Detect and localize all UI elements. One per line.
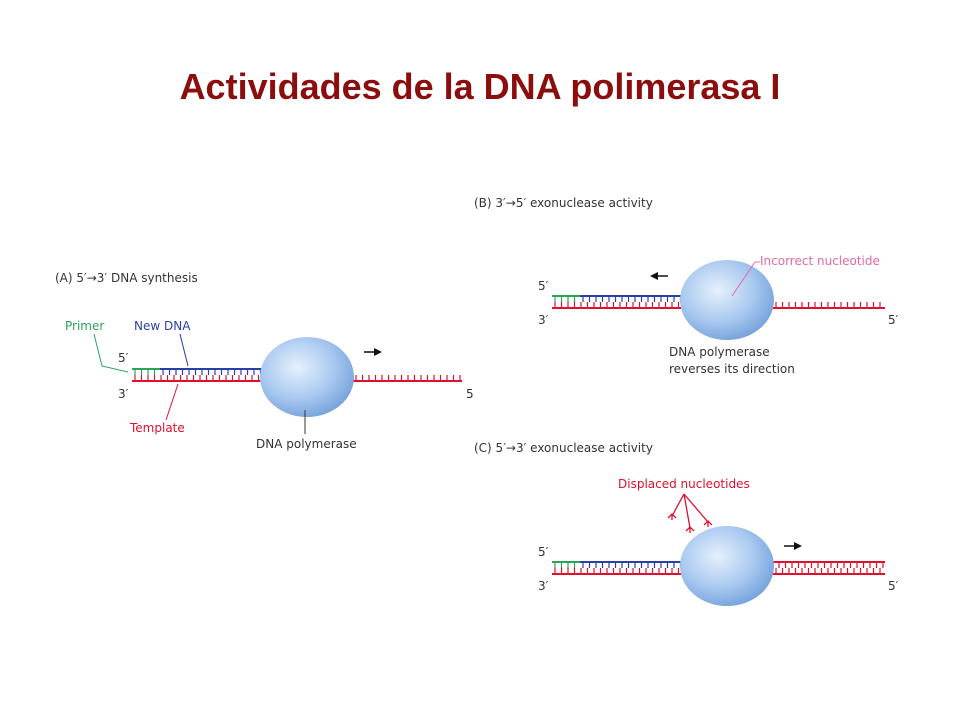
panel-b-reverse-arrow-icon [650, 272, 668, 280]
panel-a-end-5prime-top: 5′ [118, 351, 129, 365]
panel-a-dna-polymerase [260, 337, 354, 417]
panel-a-template-label: Template [129, 421, 185, 435]
panel-b-end-5prime-bottom-right: 5′ [888, 313, 899, 327]
panel-b-end-5prime-top: 5′ [538, 279, 549, 293]
panel-b: (B) 3′→5′ exonuclease activity Incorrect… [474, 196, 899, 376]
panel-c-heading: (C) 5′→3′ exonuclease activity [474, 441, 653, 455]
panel-a-new-dna-label: New DNA [134, 319, 191, 333]
panel-a-heading: (A) 5′→3′ DNA synthesis [55, 271, 198, 285]
panel-b-dna-polymerase [680, 260, 774, 340]
panel-a-primer-pointer [93, 333, 129, 373]
panel-c: (C) 5′→3′ exonuclease activity Displaced… [474, 441, 899, 606]
panel-c-end-3prime-bottom: 3′ [538, 579, 549, 593]
panel-b-enzyme-label-line1: DNA polymerase [669, 345, 770, 359]
panel-c-end-5prime-bottom-right: 5′ [888, 579, 899, 593]
panel-b-enzyme-label-line2: reverses its direction [669, 362, 795, 376]
panel-a-dna-polymerase-label: DNA polymerase [256, 437, 357, 451]
panel-a-new-dna-pointer [179, 333, 189, 367]
panel-c-end-5prime-top: 5′ [538, 545, 549, 559]
panel-b-incorrect-pointer [731, 261, 760, 297]
panel-a-template-pointer [165, 383, 179, 421]
panel-a-direction-arrow-icon [364, 348, 382, 356]
panel-a-primer-label: Primer [65, 319, 104, 333]
panel-c-displaced-nucleotides-label: Displaced nucleotides [618, 477, 750, 491]
panel-b-heading: (B) 3′→5′ exonuclease activity [474, 196, 653, 210]
panel-b-end-3prime-bottom: 3′ [538, 313, 549, 327]
panel-c-displaced-nucleotides-icon [667, 493, 713, 533]
panel-c-dna-polymerase [680, 526, 774, 606]
panel-b-incorrect-nucleotide-label: Incorrect nucleotide [760, 254, 880, 268]
panel-a-end-5-bottom-right: 5 [466, 387, 474, 401]
panel-a: (A) 5′→3′ DNA synthesis Primer New DNA T… [55, 271, 474, 451]
panel-a-end-3prime-bottom: 3′ [118, 387, 129, 401]
panel-c-direction-arrow-icon [784, 542, 802, 550]
page-title: Actividades de la DNA polimerasa I [179, 66, 781, 107]
